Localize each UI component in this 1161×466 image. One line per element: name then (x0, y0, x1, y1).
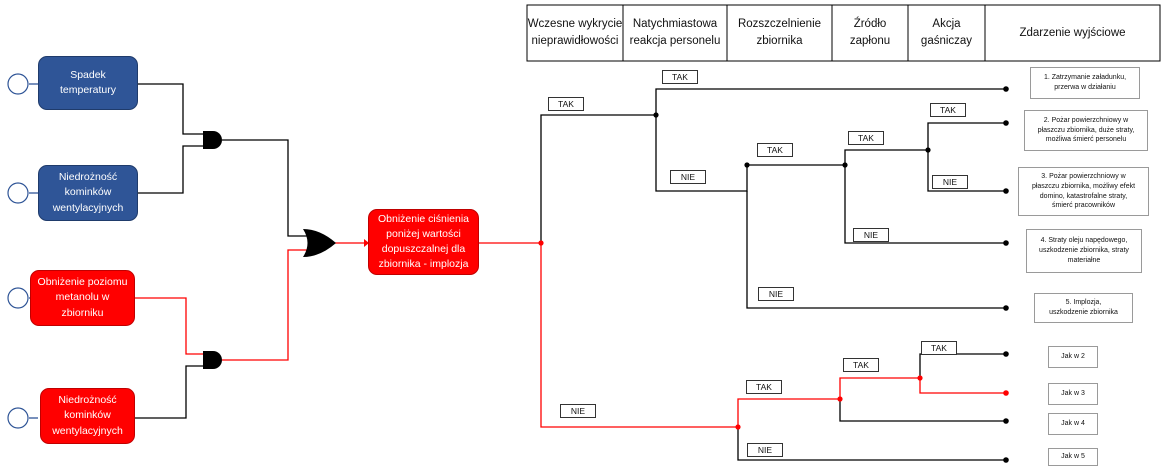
end-points (1003, 86, 1009, 463)
fault-tree-wires (29, 83, 364, 419)
header-outcome-event: Zdarzenie wyjściowe (1019, 26, 1126, 39)
end-point-dot-icon (1003, 351, 1009, 357)
end-point-dot-icon (1003, 86, 1009, 92)
branch-label-nie: NIE (560, 404, 596, 418)
outcome-jak-3: Jak w 3 (1048, 383, 1098, 405)
outcome-3: 3. Pożar powierzchniowy w płaszczu zbior… (1018, 167, 1149, 216)
outcome-jak-4: Jak w 4 (1048, 413, 1098, 435)
branch-node-icon (837, 396, 843, 402)
branch-node-icon (917, 375, 923, 381)
end-point-dot-icon (1003, 120, 1009, 126)
branch-label-tak: TAK (746, 380, 782, 394)
end-point-dot-icon (1003, 390, 1009, 396)
outcome-jak-5: Jak w 5 (1048, 448, 1098, 466)
cause-vent-blockage-1: Niedrożność kominków wentylacyjnych (38, 165, 138, 221)
branch-node-icon (538, 240, 544, 246)
branch-label-nie: NIE (758, 287, 794, 301)
branch-node-icon (925, 147, 931, 153)
event-tree-red-path (479, 242, 1005, 428)
basic-event-circle-icon (7, 407, 29, 429)
outcome-2: 2. Pożar powierzchniowy w płaszczu zbior… (1024, 110, 1148, 151)
or-gate-icon (303, 229, 336, 257)
basic-event-circle-icon (7, 287, 29, 309)
branch-label-tak: TAK (662, 70, 698, 84)
outcome-4: 4. Straty oleju napędowego, uszkodzenie … (1026, 229, 1142, 273)
branch-label-nie: NIE (670, 170, 706, 184)
branch-label-nie: NIE (932, 175, 968, 189)
branch-label-tak: TAK (930, 103, 966, 117)
and-gate-icon (203, 351, 222, 369)
outcome-1: 1. Zatrzymanie załadunku, przerwa w dzia… (1030, 67, 1140, 99)
branch-node-icon (744, 162, 750, 168)
branch-node-icon (653, 112, 659, 118)
branch-label-nie: NIE (853, 228, 889, 242)
end-point-dot-icon (1003, 240, 1009, 246)
end-point-dot-icon (1003, 188, 1009, 194)
end-point-dot-icon (1003, 457, 1009, 463)
branch-label-tak: TAK (848, 131, 884, 145)
branch-label-tak: TAK (921, 341, 957, 355)
branch-node-icon (735, 424, 741, 430)
header-fire-fighting: Akcja gaśniczay (920, 18, 973, 47)
header-grid (526, 4, 1161, 62)
branch-label-tak: TAK (843, 358, 879, 372)
header-ignition-source: Źródło zapłonu (849, 18, 891, 47)
header-tank-leak: Rozszczelnienie zbiornika (737, 18, 822, 47)
top-event-implosion: Obniżenie ciśnienia poniżej wartości dop… (368, 209, 479, 275)
branch-nodes (538, 112, 931, 430)
end-point-dot-icon (1003, 305, 1009, 311)
basic-event-circle-icon (7, 182, 29, 204)
cause-temperature-drop: Spadek temperatury (38, 56, 138, 110)
branch-node-icon (842, 162, 848, 168)
header-staff-reaction: Natychmiastowa reakcja personelu (629, 18, 721, 47)
header-early-detection: Wczesne wykrycie nieprawidłowości (527, 18, 623, 47)
and-gate-icon (203, 131, 222, 149)
branch-label-nie: NIE (747, 443, 783, 457)
arrow-head-icon (364, 239, 369, 247)
basic-event-circles (7, 73, 29, 429)
cause-methanol-level-drop: Obniżenie poziomu metanolu w zbiorniku (30, 270, 135, 326)
cause-vent-blockage-2: Niedrożność kominków wentylacyjnych (40, 388, 135, 444)
branch-label-tak: TAK (757, 143, 793, 157)
end-point-dot-icon (1003, 418, 1009, 424)
outcome-5: 5. Implozja, uszkodzenie zbiornika (1034, 293, 1133, 323)
branch-label-tak: TAK (548, 97, 584, 111)
basic-event-circle-icon (7, 73, 29, 95)
outcome-jak-2: Jak w 2 (1048, 346, 1098, 368)
